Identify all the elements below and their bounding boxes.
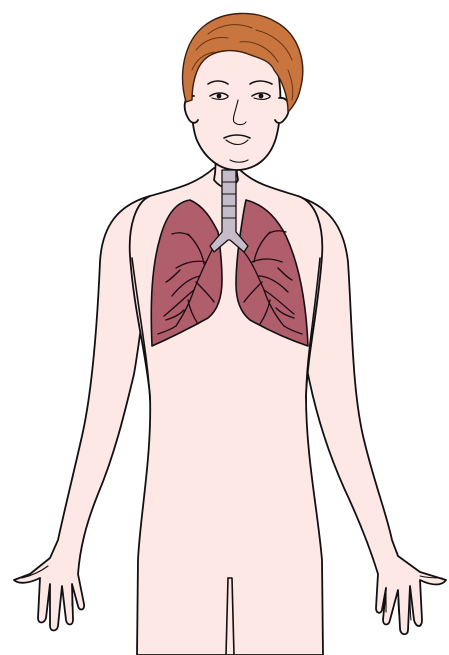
body [14, 168, 446, 655]
head [183, 13, 303, 170]
